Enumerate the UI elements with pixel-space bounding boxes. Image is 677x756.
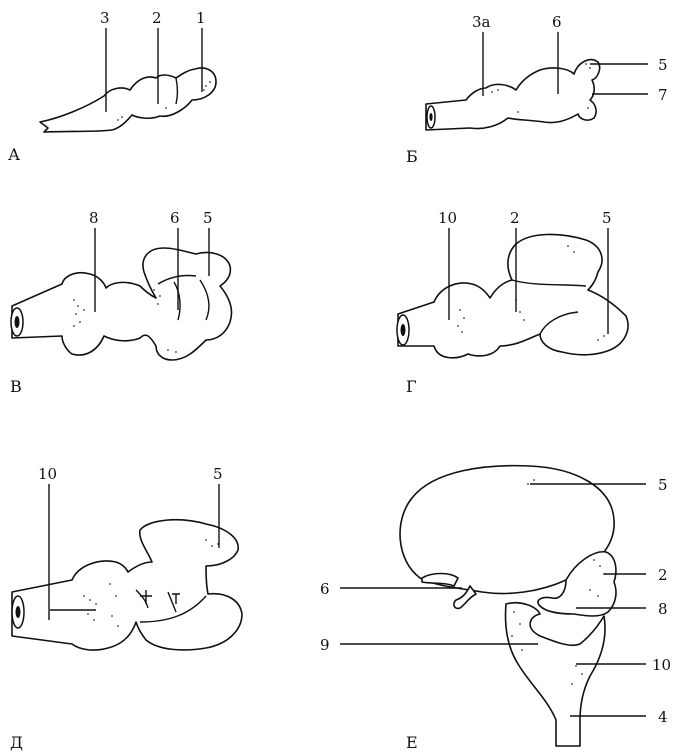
panel-g-label-10: 10 [438,209,457,227]
panel-a: 3 2 1 А [8,9,216,164]
panel-d: 10 5 Д [10,465,242,752]
panel-g-label-2: 2 [510,209,520,227]
panel-d-label-5: 5 [213,465,223,483]
panel-v-canal-inner [15,316,20,328]
panel-e-label-6: 6 [320,580,330,598]
panel-a-label-1: 1 [196,9,206,27]
panel-g-letter: Г [406,377,417,396]
panel-a-label-2: 2 [152,9,162,27]
panel-b-canal-inner [429,113,432,121]
panel-e-letter: Е [406,733,418,752]
panel-e-label-9: 9 [320,636,330,654]
panel-b-label-7: 7 [658,86,668,104]
panel-g-brain-outline [398,234,628,357]
panel-e-label-2: 2 [658,566,668,584]
panel-b-label-3a: 3а [472,13,491,31]
panel-b-label-6: 6 [552,13,562,31]
panel-v-letter: В [10,377,22,396]
panel-g: 10 2 5 Г [397,209,628,396]
panel-b-label-5: 5 [658,56,668,74]
panel-g-canal-inner [401,324,406,336]
panel-v-label-5: 5 [203,209,213,227]
panel-e-label-8: 8 [658,600,668,618]
panel-v: 8 6 5 В [10,209,232,396]
panel-e-label-5: 5 [658,476,668,494]
panel-d-label-10: 10 [38,465,57,483]
panel-g-label-5: 5 [602,209,612,227]
panel-d-canal-inner [16,606,21,618]
panel-v-label-8: 8 [89,209,99,227]
panel-a-brain-outline [40,68,216,132]
panel-b-letter: Б [406,147,418,166]
panel-d-letter: Д [10,733,23,752]
panel-d-brain-outline [12,520,242,650]
panel-v-label-6: 6 [170,209,180,227]
panel-e: 5 2 8 10 4 6 9 Е [320,466,671,752]
panel-b-brain-outline [426,60,600,130]
panel-e-label-10: 10 [652,656,671,674]
panel-b: 3а 6 5 7 Б [406,13,668,166]
panel-e-label-4: 4 [658,708,668,726]
panel-a-label-3: 3 [100,9,110,27]
panel-a-letter: А [8,145,20,164]
panel-e-olfactory [422,574,458,587]
panel-v-brain-outline [12,248,232,360]
